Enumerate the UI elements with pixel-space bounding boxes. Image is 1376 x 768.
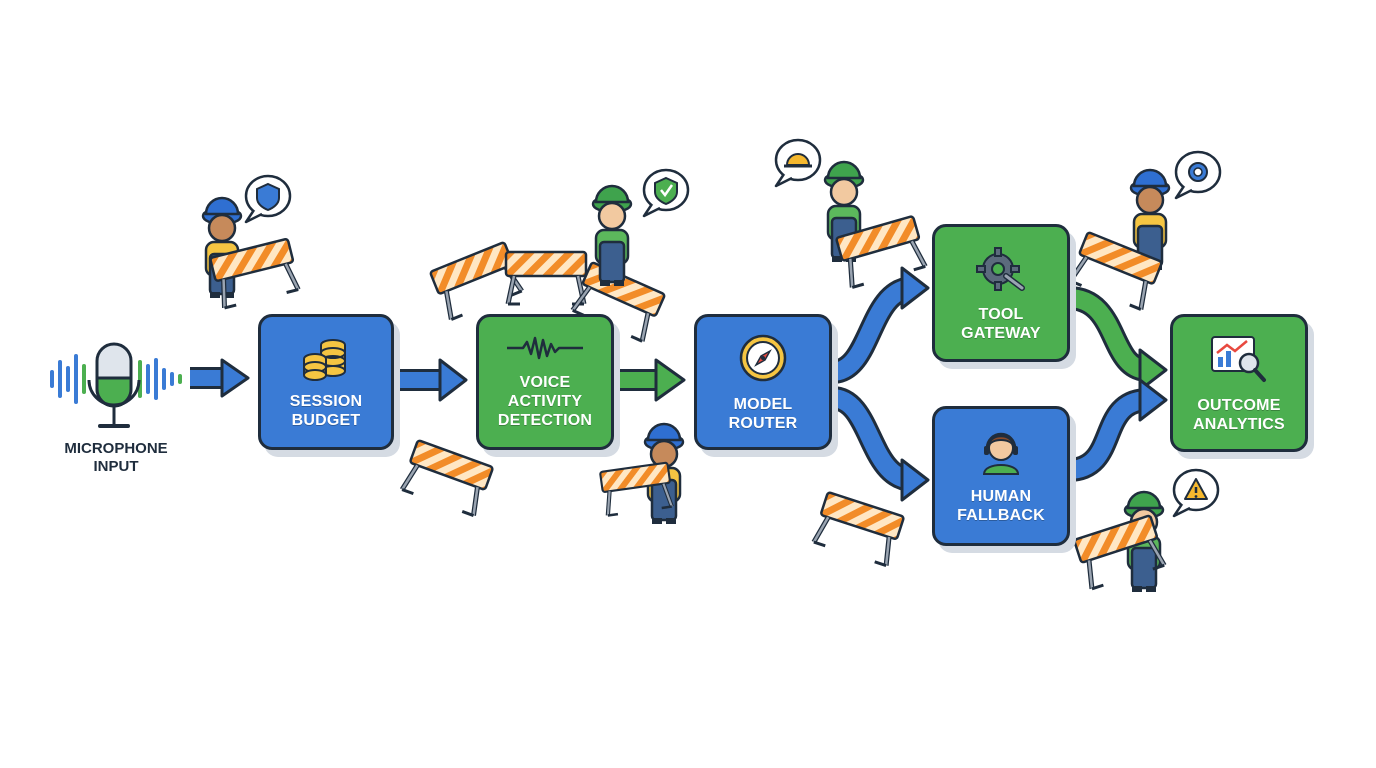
outcome-analytics-label: OUTCOME ANALYTICS bbox=[1193, 396, 1285, 433]
arrow-tool-to-analytics bbox=[1066, 286, 1168, 392]
arrow-router-to-tool bbox=[830, 266, 930, 384]
waveform-icon bbox=[505, 334, 585, 367]
worker-1 bbox=[201, 174, 300, 308]
worker-6 bbox=[1074, 468, 1220, 594]
mic-label-line2: INPUT bbox=[93, 458, 139, 475]
coins-icon bbox=[301, 335, 351, 386]
worker-4 bbox=[774, 138, 927, 288]
arrow-mic-to-budget bbox=[190, 358, 250, 398]
mic-label-line1: MICROPHONE bbox=[64, 440, 168, 457]
hardhat-bubble-icon bbox=[774, 138, 822, 188]
voice-activity-detection-label: VOICE ACTIVITY DETECTION bbox=[497, 374, 593, 429]
microphone-input-label: MICROPHONE INPUT bbox=[46, 440, 186, 476]
gear-bubble-icon bbox=[1174, 150, 1222, 200]
warning-bubble-icon bbox=[1172, 468, 1220, 518]
arrow-vad-to-router bbox=[612, 358, 686, 402]
outcome-analytics-node[interactable]: OUTCOME ANALYTICS bbox=[1170, 314, 1308, 452]
session-budget-node[interactable]: SESSION BUDGET bbox=[258, 314, 394, 450]
human-fallback-node[interactable]: HUMAN FALLBACK bbox=[932, 406, 1070, 546]
shield-bubble-icon bbox=[244, 174, 292, 224]
analytics-magnifier-icon bbox=[1209, 333, 1269, 390]
barrier-bottom-router bbox=[812, 492, 904, 566]
microphone-icon bbox=[50, 342, 182, 428]
voice-activity-detection-node[interactable]: VOICE ACTIVITY DETECTION bbox=[476, 314, 614, 450]
session-budget-label: SESSION BUDGET bbox=[289, 392, 363, 429]
tool-gateway-node[interactable]: TOOL GATEWAY bbox=[932, 224, 1070, 362]
compass-icon bbox=[737, 332, 789, 389]
gear-wrench-icon bbox=[974, 244, 1028, 299]
model-router-node[interactable]: MODEL ROUTER bbox=[694, 314, 832, 450]
worker-2 bbox=[591, 168, 690, 288]
shield-check-bubble-icon bbox=[642, 168, 690, 218]
arrow-router-to-human bbox=[830, 386, 930, 502]
barrier-bottom-left bbox=[400, 440, 493, 516]
headset-agent-icon bbox=[978, 428, 1024, 481]
arrow-budget-to-vad bbox=[392, 358, 468, 402]
human-fallback-label: HUMAN FALLBACK bbox=[957, 487, 1045, 524]
model-router-label: MODEL ROUTER bbox=[728, 395, 798, 432]
worker-5 bbox=[1069, 150, 1222, 310]
tool-gateway-label: TOOL GATEWAY bbox=[961, 305, 1041, 342]
barrier-top-center bbox=[506, 252, 586, 304]
arrow-human-to-analytics bbox=[1066, 378, 1168, 482]
